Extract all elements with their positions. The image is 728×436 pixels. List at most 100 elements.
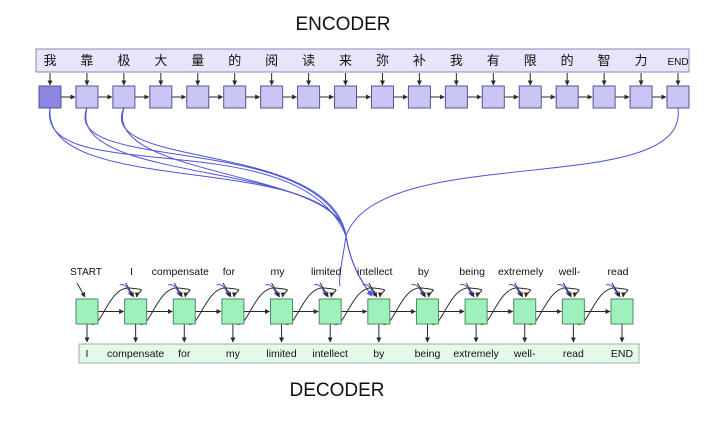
decoder-cell: [561, 298, 585, 325]
encoder-token: 的: [228, 53, 241, 69]
decoder-input-token: well-: [558, 266, 581, 278]
decoder-input-arrow: [368, 282, 378, 298]
decoder-token-strip: [78, 343, 640, 364]
encoder-cell: [260, 85, 284, 109]
decoder-feedback-loop: [528, 287, 580, 325]
decoder-feedback-loop: [431, 287, 483, 325]
decoder-title: DECODER: [289, 380, 384, 401]
decoder-cell: [172, 298, 196, 325]
decoder-output-token: limited: [266, 348, 297, 360]
encoder-cell: [481, 85, 505, 109]
encoder-cell: [38, 85, 62, 109]
encoder-token: 补: [413, 54, 426, 69]
decoder-input-arrow: [222, 282, 232, 298]
attention-context-curve: [339, 235, 347, 287]
decoder-output-token: my: [226, 348, 241, 360]
decoder-input-arrow: [319, 282, 329, 298]
attention-curve: [49, 107, 347, 237]
decoder-output-token: intellect: [312, 348, 348, 360]
decoder-output-token: I: [86, 348, 89, 360]
encoder-cell: [297, 85, 321, 109]
decoder-input-arrow: [271, 282, 280, 298]
encoder-token: 我: [43, 54, 56, 69]
decoder-output-token: being: [415, 348, 441, 360]
decoder-cell-group: [75, 298, 634, 325]
decoder-feedback-loop: [577, 287, 629, 325]
decoder-cell: [270, 298, 294, 325]
encoder-cell: [444, 85, 468, 109]
decoder-start-token: START: [70, 267, 102, 278]
attention-curve: [49, 107, 347, 237]
encoder-token: 量: [191, 54, 204, 69]
decoder-cell: [318, 298, 342, 325]
decoder-feedback-group: [90, 284, 629, 325]
decoder-feedback-loop: [382, 287, 434, 325]
decoder-output-token: read: [563, 348, 584, 360]
encoder-cell: [112, 85, 136, 109]
encoder-cell: [666, 85, 690, 109]
encoder-cell: [592, 85, 616, 109]
decoder-cell: [367, 298, 391, 325]
encoder-title: ENCODER: [295, 14, 390, 35]
decoder-input-token: intellect: [357, 266, 393, 278]
encoder-token: 力: [635, 54, 648, 69]
encoder-token: 极: [117, 54, 130, 69]
decoder-feedback-loop: [333, 287, 385, 325]
encoder-token: 来: [339, 54, 352, 69]
decoder-feedback-loop: [139, 287, 191, 325]
encoder-token: 读: [302, 54, 315, 69]
encoder-cell: [629, 85, 653, 109]
encoder-cell: [407, 85, 431, 109]
decoder-input-token: read: [607, 266, 628, 278]
encoder-cell: [555, 85, 579, 109]
encoder-token: 的: [561, 53, 574, 69]
encoder-token: 大: [154, 54, 167, 69]
encoder-cell: [75, 85, 99, 109]
decoder-input-arrow: [514, 282, 524, 298]
encoder-cell: [518, 85, 542, 109]
decoder-output-token: extremely: [453, 348, 499, 360]
encoder-cell: [223, 85, 247, 109]
encoder-cell: [186, 85, 210, 109]
decoder-input-token: I: [130, 266, 133, 278]
decoder-output-token: for: [178, 348, 191, 360]
decoder-input-token: being: [459, 266, 485, 278]
decoder-input-token: for: [223, 266, 236, 278]
encoder-cell: [334, 85, 358, 109]
decoder-input-arrow: [562, 282, 572, 298]
decoder-cell: [513, 298, 537, 325]
decoder-feedback-loop: [90, 287, 142, 325]
attention-curve: [121, 107, 347, 237]
decoder-cell: [464, 298, 488, 325]
decoder-cell: [610, 298, 634, 325]
encoder-cell: [370, 85, 394, 109]
decoder-input-arrow: [125, 282, 135, 298]
decoder-input-arrow: [465, 282, 475, 298]
attention-context-curve: [345, 235, 373, 297]
decoder-feedback-loop: [285, 287, 337, 325]
decoder-input-arrow: [173, 282, 183, 298]
encoder-token: 靠: [80, 54, 93, 69]
encoder-token: 限: [524, 54, 537, 69]
decoder-input-token: limited: [311, 266, 342, 278]
encoder-token: 智: [598, 54, 611, 69]
decoder-cell: [124, 298, 148, 325]
attention-curve-group: [49, 107, 679, 297]
encoder-token-strip: [35, 48, 690, 73]
attention-curve: [345, 107, 679, 237]
decoder-input-token: my: [271, 266, 286, 278]
decoder-feedback-loop: [479, 287, 531, 325]
decoder-input-arrow: [76, 282, 86, 298]
decoder-cell: [75, 298, 99, 325]
decoder-input-arrow: [611, 282, 621, 298]
attention-curve: [121, 107, 347, 237]
decoder-output-token: well-: [513, 348, 536, 360]
decoder-input-token: by: [418, 266, 430, 278]
decoder-cell: [415, 298, 439, 325]
decoder-input-token: extremely: [498, 266, 544, 278]
decoder-output-token: by: [373, 348, 385, 360]
